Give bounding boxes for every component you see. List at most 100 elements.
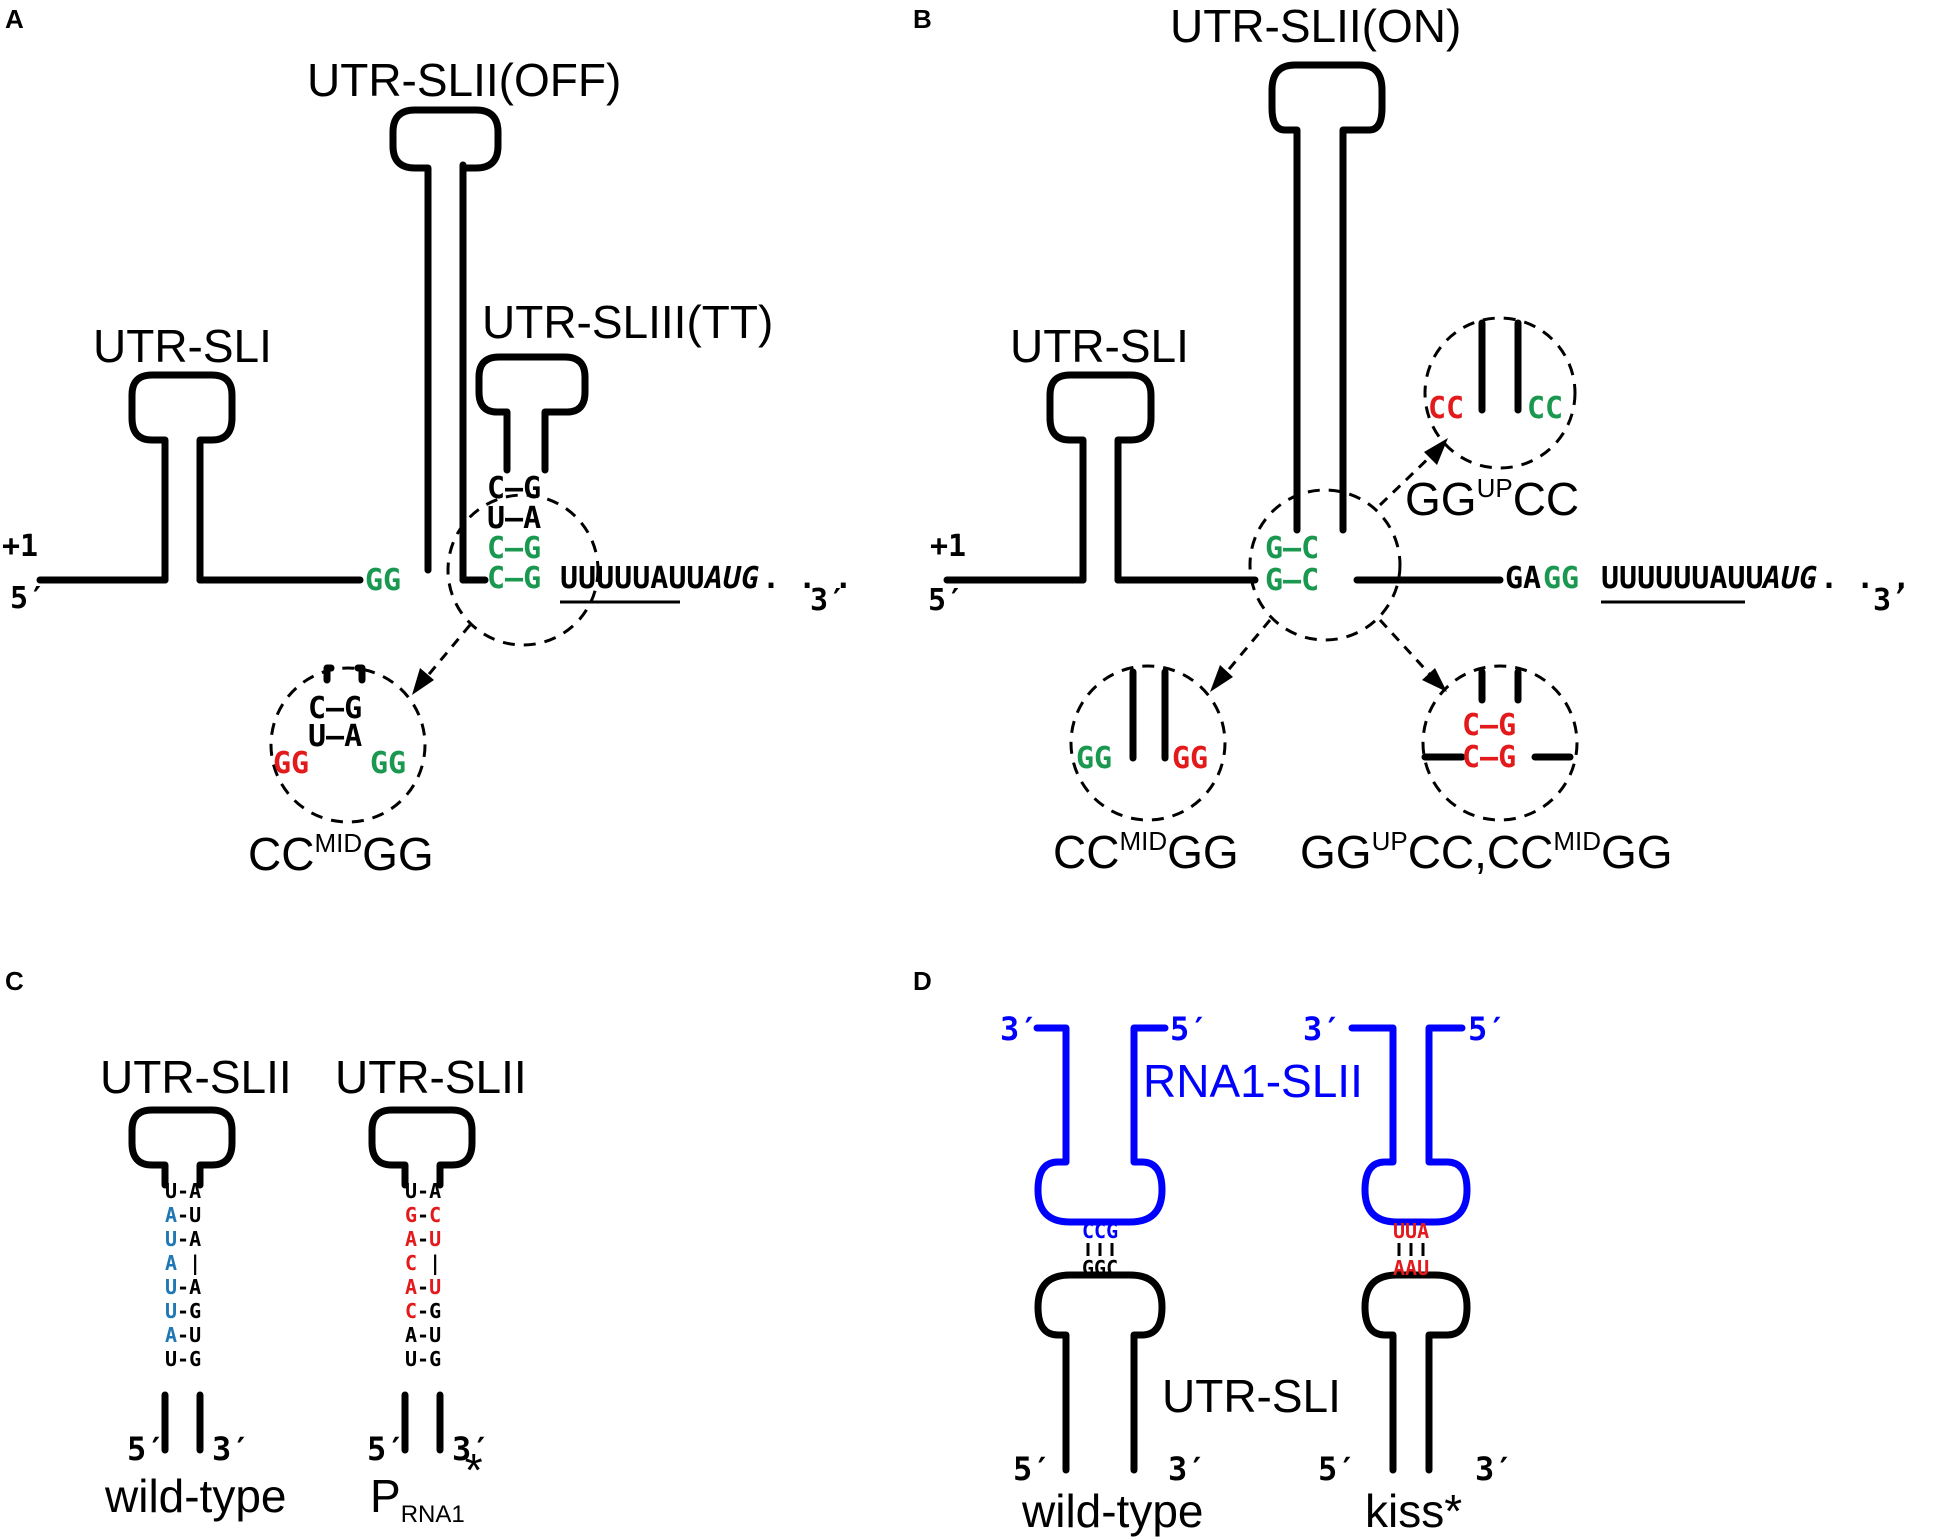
panel-c: C UTR-SLII U-AA-UU-AA |U-AU-GA-UU-G 5′ 3…	[5, 966, 527, 1528]
c-left-pair-row: U-G	[165, 1299, 201, 1323]
d-left-top-seq: CCG	[1082, 1219, 1118, 1243]
d-right-bottom-seq: AAU	[1393, 1256, 1429, 1280]
a-arrowhead	[412, 668, 434, 695]
b-mid-label: CCMIDGG	[1053, 826, 1239, 878]
a-sliii-hairpin	[475, 353, 589, 474]
b-pair2: G–C	[1265, 563, 1319, 598]
b-arrow-double	[1378, 618, 1437, 682]
b-pair1: G–C	[1265, 531, 1319, 566]
a-utr-sli-label: UTR-SLI	[93, 320, 272, 372]
d-right-blue-three-prime: 3′	[1303, 1010, 1342, 1048]
d-right-top-seq: UUA	[1393, 1219, 1429, 1243]
c-left-loop	[128, 1106, 236, 1189]
a-highlight-circle	[446, 493, 600, 647]
a-slii-hairpin	[389, 106, 502, 574]
panel-d: D 3′ 5′ 3′ 5′ RNA1-SLII 5′ 3′ 5′ 3′ UTR-…	[913, 966, 1514, 1537]
c-left-pair-row: U-A	[165, 1227, 201, 1251]
a-mutant-label: CCMIDGG	[248, 828, 434, 880]
c-right-pair-row: A-U	[405, 1323, 441, 1347]
panel-label-c: C	[5, 966, 24, 996]
c-right-title: UTR-SLII	[335, 1051, 527, 1103]
d-left-black-three-prime: 3′	[1168, 1450, 1207, 1488]
b-tail-aug: AUG	[1761, 561, 1817, 596]
a-inset-stem-left	[323, 664, 335, 684]
a-sli-hairpin	[128, 371, 236, 584]
panel-b: B UTR-SLI UTR-SLII(ON) +1 5′ G–C G–C GA …	[913, 0, 1910, 878]
d-left-black-hairpin	[1034, 1271, 1166, 1474]
c-left-pair-row: U-A	[165, 1179, 201, 1203]
d-right-caption: kiss*	[1365, 1485, 1462, 1537]
b-arrowhead-double	[1422, 668, 1447, 692]
d-left-bottom-seq: GGC	[1082, 1256, 1118, 1280]
c-left-three-prime: 3′	[212, 1430, 251, 1468]
b-inset-mid-circle	[1069, 664, 1227, 822]
panel-a: A UTR-SLI UTR-SLII(OFF) UTR-SLIII(TT) +1…	[2, 4, 852, 880]
c-right-caption: PRNA1*	[370, 1444, 483, 1528]
a-tail-aug: AUG	[703, 561, 759, 596]
d-left-blue-five-prime: 5′	[1170, 1010, 1209, 1048]
d-right-blue-hairpin	[1348, 1024, 1471, 1226]
b-double-label: GGUPCC,CCMIDGG	[1300, 826, 1673, 878]
b-inset-double-pair1: C–G	[1462, 708, 1516, 743]
b-five-prime-label: 5′	[928, 583, 964, 618]
c-right-pair-row: G-C	[405, 1203, 441, 1227]
a-inset-gg-right: GG	[370, 746, 406, 781]
a-inset-circle	[269, 666, 427, 824]
a-ellipsis: . . .	[762, 561, 852, 596]
a-gg-seq: GG	[365, 563, 401, 598]
d-left-blue-three-prime: 3′	[1000, 1010, 1039, 1048]
a-pair4: C–G	[487, 561, 541, 596]
c-left-pair-row: A |	[165, 1251, 201, 1275]
a-pair2: U–A	[487, 501, 541, 536]
c-right-pair-row: C-G	[405, 1299, 441, 1323]
b-arrowhead-mid	[1210, 665, 1233, 692]
c-right-pairs: U-AG-CA-UC |A-UC-GA-UU-G	[405, 1179, 441, 1371]
c-left-pair-row: U-G	[165, 1347, 201, 1371]
d-left-caption: wild-type	[1021, 1485, 1204, 1537]
b-seq-gg: GG	[1543, 561, 1579, 596]
b-inset-double-circle	[1421, 664, 1579, 822]
d-left-blue-hairpin	[1033, 1024, 1169, 1226]
c-left-pair-row: A-U	[165, 1323, 201, 1347]
d-right-blue-five-prime: 5′	[1468, 1010, 1507, 1048]
panel-label-a: A	[5, 4, 24, 34]
a-inset-pair1: C–G	[308, 691, 362, 726]
b-inset-up-circle	[1423, 316, 1577, 470]
d-rna1-slii-label: RNA1-SLII	[1143, 1055, 1363, 1107]
b-tail-seq: UUUUUUAUU	[1601, 561, 1764, 596]
b-plus1-label: +1	[930, 529, 966, 564]
c-right-pair-row: A-U	[405, 1275, 441, 1299]
b-three-prime-label: 3′	[1873, 583, 1909, 618]
b-slii-hairpin	[1268, 61, 1386, 534]
d-left-black-five-prime: 5′	[1013, 1450, 1052, 1488]
b-inset-up-cc-left: CC	[1428, 391, 1464, 426]
a-utr-slii-off-label: UTR-SLII(OFF)	[307, 54, 621, 106]
b-utr-slii-on-label: UTR-SLII(ON)	[1170, 0, 1461, 52]
b-utr-sli-label: UTR-SLI	[1010, 320, 1189, 372]
b-inset-mid-gg-right: GG	[1172, 741, 1208, 776]
a-three-prime-label: 3′	[810, 583, 846, 618]
b-sli-hairpin	[1046, 371, 1155, 584]
c-right-three-prime: 3′	[452, 1430, 491, 1468]
panel-label-d: D	[913, 966, 932, 996]
a-five-prime-label: 5′	[10, 581, 46, 616]
c-left-five-prime: 5′	[127, 1430, 166, 1468]
a-inset-pair2: U–A	[308, 719, 362, 754]
c-right-five-prime: 5′	[367, 1430, 406, 1468]
a-inset-stem-right	[354, 664, 366, 684]
b-inset-double-pair2: C–G	[1462, 740, 1516, 775]
c-right-pair-row: U-A	[405, 1179, 441, 1203]
b-seq-ga: GA	[1505, 561, 1541, 596]
b-arrowhead-up	[1424, 438, 1448, 465]
a-inset-gg-left: GG	[273, 746, 309, 781]
panel-label-b: B	[913, 4, 932, 34]
b-arrow-up	[1378, 450, 1437, 507]
b-arrow-mid	[1218, 619, 1272, 681]
b-highlight-circle	[1248, 488, 1402, 642]
d-right-black-hairpin	[1361, 1271, 1471, 1474]
c-left-caption: wild-type	[104, 1470, 287, 1522]
b-up-label: GGUPCC	[1405, 473, 1579, 525]
a-tail-seq: UUUUUAUU	[560, 561, 705, 596]
c-right-loop	[368, 1106, 476, 1189]
